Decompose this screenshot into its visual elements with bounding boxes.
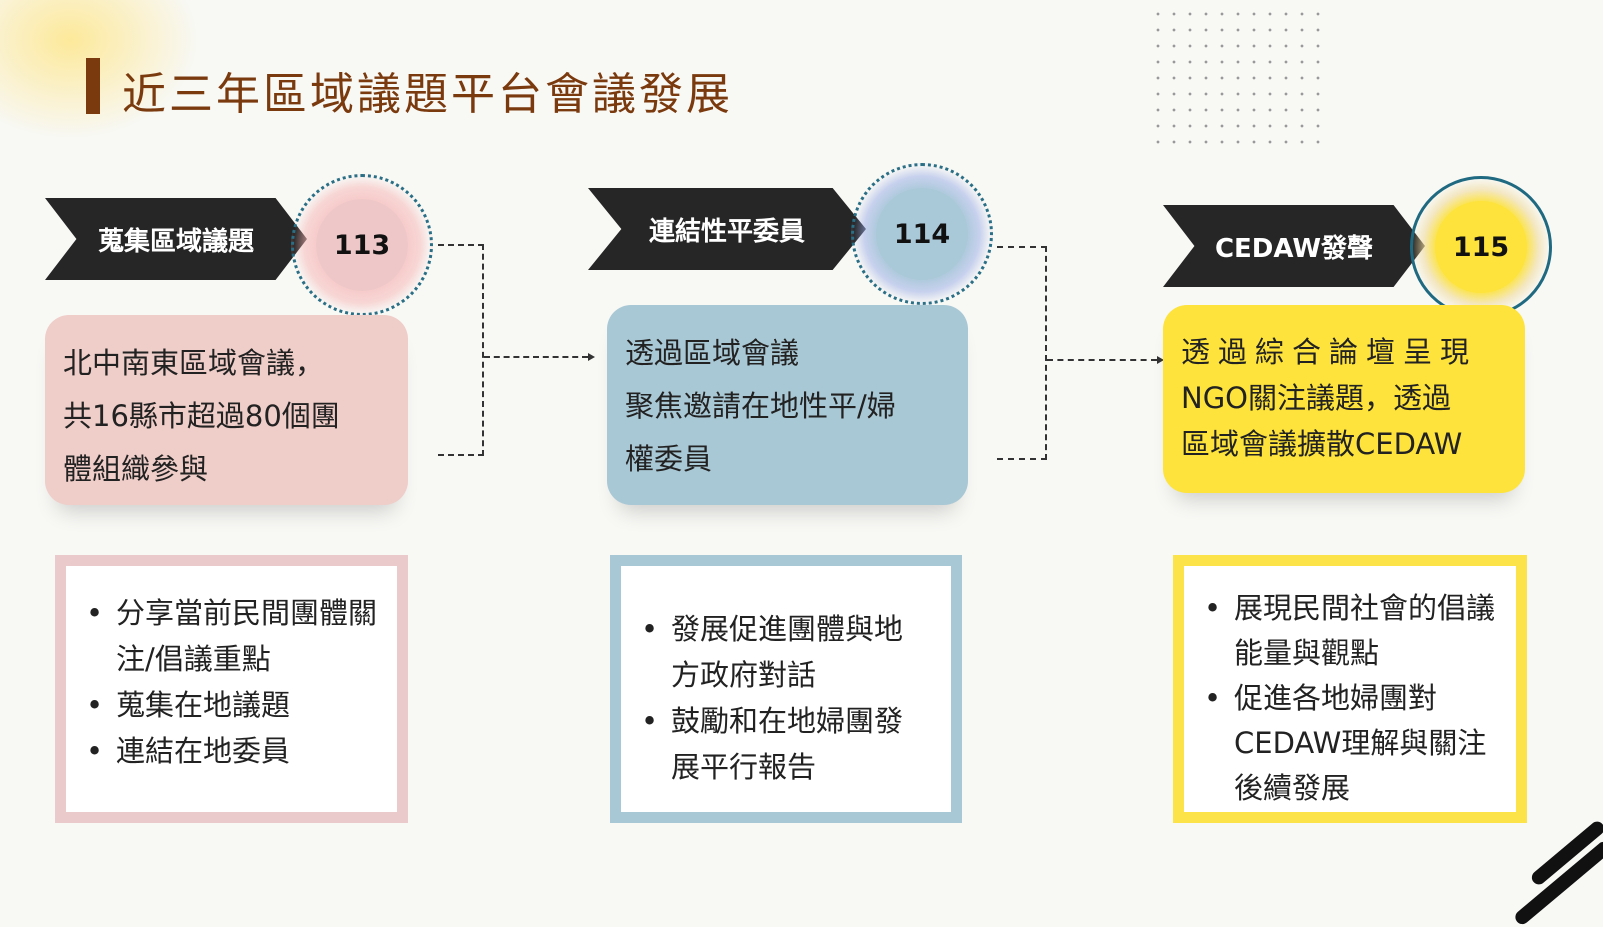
year-label: 113 bbox=[316, 199, 408, 291]
connector-line bbox=[1047, 359, 1157, 361]
bullet-box-113: 分享當前民間團體關注/倡議重點 蒐集在地議題 連結在地委員 bbox=[55, 555, 408, 823]
year-label: 115 bbox=[1435, 201, 1527, 293]
desc-line: NGO關注議題，透過 bbox=[1181, 381, 1451, 415]
bullet-item: 展現民間社會的倡議能量與觀點 bbox=[1204, 586, 1496, 676]
connector-line bbox=[438, 244, 484, 456]
bullet-item: 鼓勵和在地婦團發展平行報告 bbox=[641, 698, 931, 790]
bullet-box-115: 展現民間社會的倡議能量與觀點 促進各地婦團對CEDAW理解與關注後續發展 bbox=[1173, 555, 1527, 823]
stage-description-114: 透過區域會議 聚焦邀請在地性平/婦 權委員 bbox=[607, 305, 968, 505]
title-accent-bar bbox=[86, 58, 100, 114]
bullet-item: 蒐集在地議題 bbox=[86, 682, 377, 728]
bullet-item: 發展促進團體與地方政府對話 bbox=[641, 606, 931, 698]
page-title: 近三年區域議題平台會議發展 bbox=[122, 69, 733, 120]
stage-tag-115: CEDAW發聲 bbox=[1163, 205, 1425, 287]
desc-line: 透過區域會議 bbox=[625, 336, 800, 370]
desc-line: 共16縣市超過80個團 bbox=[63, 399, 340, 433]
desc-line: 權委員 bbox=[625, 442, 713, 476]
year-circle-113: 113 bbox=[291, 174, 433, 316]
bullet-item: 促進各地婦團對CEDAW理解與關注後續發展 bbox=[1204, 676, 1496, 811]
arrow-head-icon bbox=[1157, 356, 1164, 364]
year-circle-115: 115 bbox=[1410, 176, 1552, 318]
desc-line: 區域會議擴散CEDAW bbox=[1181, 427, 1463, 461]
desc-line: 體組織參與 bbox=[63, 452, 209, 486]
desc-line: 透過綜合論壇呈現 bbox=[1181, 335, 1478, 369]
stage-tag-114: 連結性平委員 bbox=[588, 188, 866, 270]
arrow-head-icon bbox=[588, 353, 595, 361]
stage-description-115: 透過綜合論壇呈現 NGO關注議題，透過 區域會議擴散CEDAW bbox=[1163, 305, 1525, 493]
stage-tag-113: 蒐集區域議題 bbox=[45, 198, 307, 280]
bullet-box-114: 發展促進團體與地方政府對話 鼓勵和在地婦團發展平行報告 bbox=[610, 555, 962, 823]
connector-line bbox=[484, 356, 588, 358]
bullet-item: 連結在地委員 bbox=[86, 728, 377, 774]
connector-line bbox=[997, 246, 1047, 460]
bullet-item: 分享當前民間團體關注/倡議重點 bbox=[86, 590, 377, 682]
year-circle-114: 114 bbox=[851, 163, 993, 305]
stage-description-113: 北中南東區域會議， 共16縣市超過80個團 體組織參與 bbox=[45, 315, 408, 505]
desc-line: 聚焦邀請在地性平/婦 bbox=[625, 389, 896, 423]
decorative-dot-grid bbox=[1150, 6, 1330, 152]
year-label: 114 bbox=[876, 188, 968, 280]
desc-line: 北中南東區域會議， bbox=[63, 346, 325, 380]
